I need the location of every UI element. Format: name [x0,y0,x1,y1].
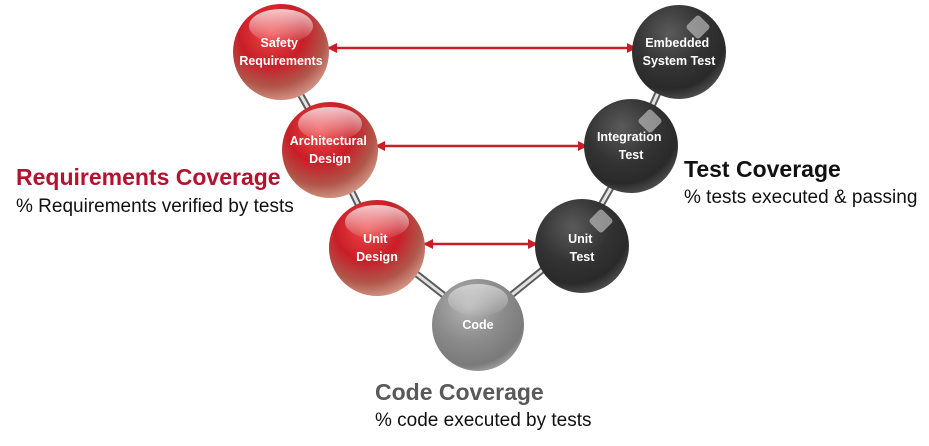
node-unit-test: Unit Test [535,199,629,293]
node-label-line: Architectural [290,134,367,148]
svg-text:Unit Test: Unit Test [568,232,596,264]
requirements-coverage-title: Requirements Coverage [16,164,281,190]
test-coverage-title: Test Coverage [684,156,841,182]
requirements-coverage-subtitle: % Requirements verified by tests [16,196,294,217]
svg-text:Integration Test: Integration Test [597,130,665,162]
node-label-line: Safety [260,36,298,50]
node-label-line: Test [570,250,596,264]
node-label-line: Design [309,152,351,166]
test-coverage-subtitle: % tests executed & passing [684,187,918,208]
node-architectural-design: Architectural Design [282,102,378,198]
node-label-line: System Test [643,54,717,68]
svg-text:Architectural Design: Architectural Design [290,134,371,166]
node-unit-design: Unit Design [329,200,425,296]
node-integration-test: Integration Test [584,99,678,193]
svg-text:Code: Code [462,318,493,332]
node-label-line: Integration [597,130,662,144]
svg-text:Safety Requirements: Safety Requirements [239,36,322,68]
node-label-line: Code [462,318,493,332]
node-safety-requirements: Safety Requirements [233,4,329,100]
code-coverage-subtitle: % code executed by tests [375,410,592,431]
node-label-line: Embedded [645,36,709,50]
node-label-line: Unit [363,232,388,246]
node-embedded-system-test: Embedded System Test [632,5,726,99]
node-code: Code [432,279,524,371]
node-label-line: Design [356,250,398,264]
svg-text:Embedded System Test: Embedded System Test [643,36,717,68]
node-label-line: Unit [568,232,593,246]
node-label-line: Test [619,148,645,162]
node-label-line: Requirements [239,54,322,68]
svg-text:Unit Design: Unit Design [356,232,398,264]
code-coverage-title: Code Coverage [375,379,544,405]
